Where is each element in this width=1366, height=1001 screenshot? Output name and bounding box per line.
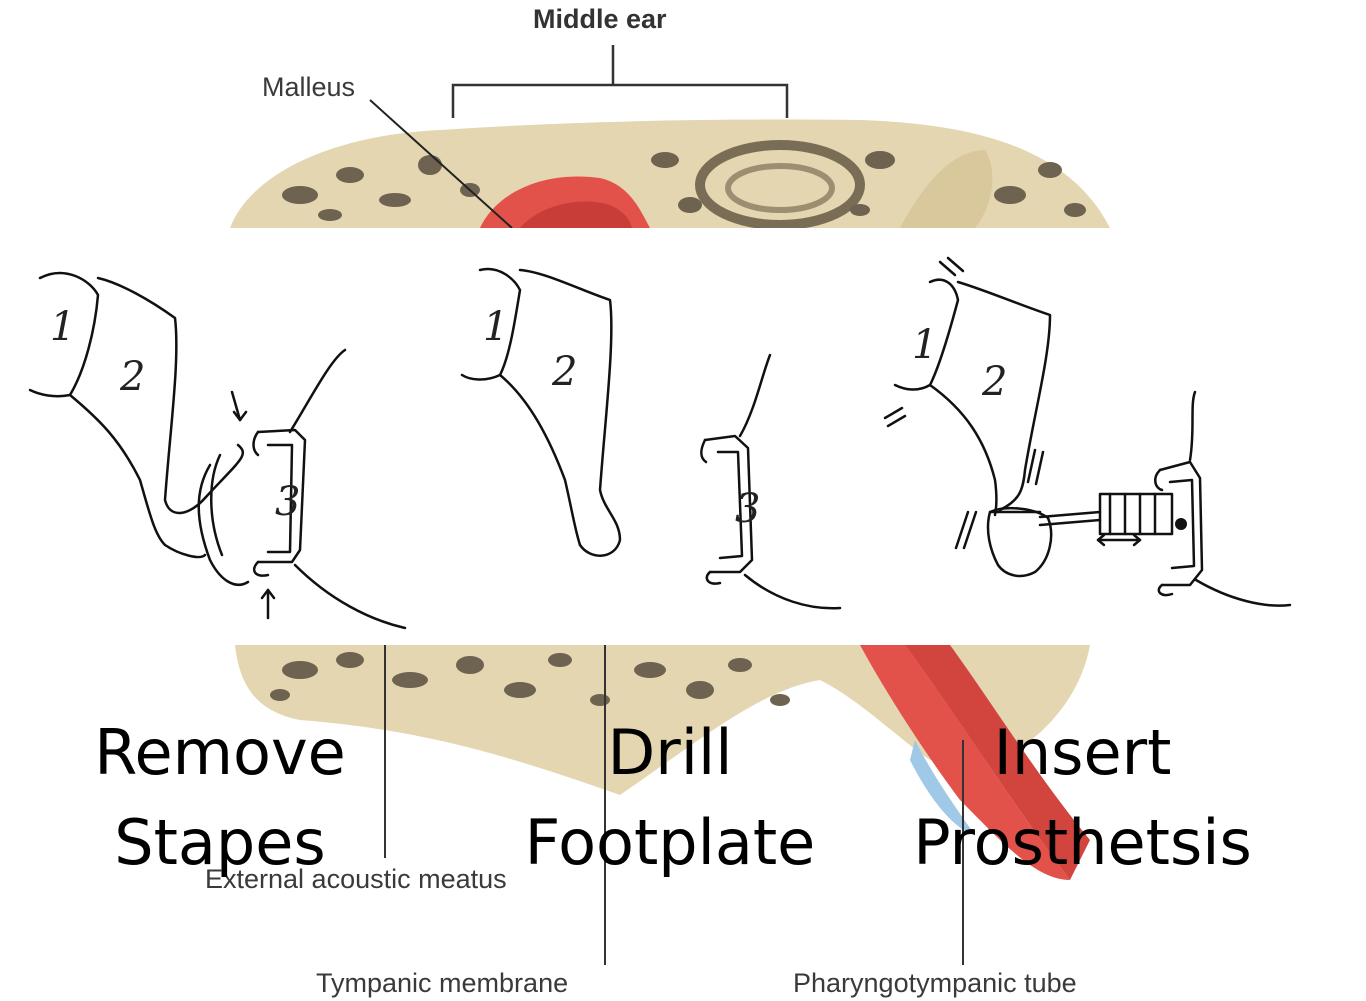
step-caption-drill-footplate: Drill Footplate <box>500 708 840 888</box>
procedure-strip <box>14 228 1330 645</box>
prosthesis-tip <box>1175 518 1187 530</box>
tympanic-membrane-label: Tympanic membrane <box>316 968 568 999</box>
bone-number: 1 <box>912 322 937 368</box>
pharyngotympanic-tube-label: Pharyngotympanic tube <box>793 968 1077 999</box>
step-caption-line: Footplate <box>500 798 840 888</box>
bone-number: 3 <box>275 479 300 525</box>
bone-number: 1 <box>483 304 508 350</box>
step-caption-line: Remove <box>60 708 380 798</box>
bone-number: 1 <box>50 304 75 350</box>
step-caption-line: Insert <box>900 708 1265 798</box>
bone-number: 2 <box>119 354 145 400</box>
middle-ear-heading: Middle ear <box>533 4 667 35</box>
step-caption-line: Stapes <box>60 798 380 888</box>
bone-number: 3 <box>735 486 760 532</box>
step-caption-line: Prosthetsis <box>900 798 1265 888</box>
bone-number: 2 <box>551 349 577 395</box>
step-caption-remove-stapes: Remove Stapes <box>60 708 380 888</box>
bone-number: 2 <box>981 359 1007 405</box>
step-caption-insert-prosthesis: Insert Prosthetsis <box>900 708 1265 888</box>
malleus-label: Malleus <box>262 72 355 103</box>
middle-ear-anatomy-top <box>230 45 1110 228</box>
step-caption-line: Drill <box>500 708 840 798</box>
